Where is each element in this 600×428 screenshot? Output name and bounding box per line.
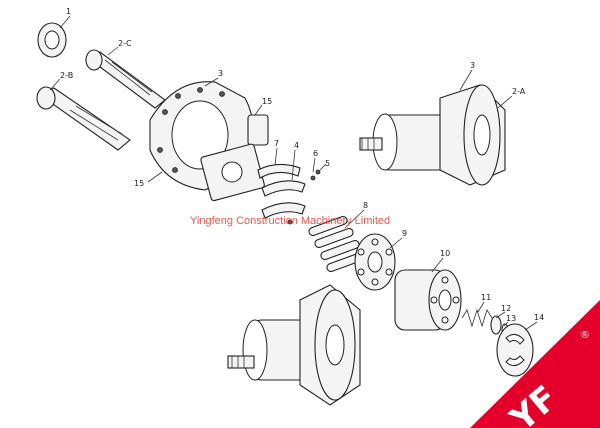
callout-15-lower: 15 — [134, 179, 144, 188]
yf-logo: YF ® — [470, 300, 600, 428]
callout-1: 1 — [66, 7, 71, 16]
watermark-text: Yingfeng Construction Machinery Limited — [190, 215, 390, 227]
logo-registered-mark: ® — [580, 330, 590, 341]
callout-8: 8 — [363, 201, 368, 210]
callout-2b: 2-B — [60, 71, 73, 80]
part-7-swash — [257, 163, 301, 179]
callout-3-left: 3 — [218, 69, 223, 78]
callout-11: 11 — [481, 293, 491, 302]
part-1-seal — [37, 22, 67, 58]
callout-9: 9 — [402, 229, 407, 238]
callout-7: 7 — [274, 139, 279, 148]
part-2c-shaft — [85, 49, 166, 109]
part-11-13-spring-rings — [461, 308, 509, 337]
callout-10: 10 — [440, 249, 450, 258]
part-14-valve-plate — [496, 323, 534, 377]
logo-background — [470, 300, 600, 428]
callout-3-right: 3 — [470, 61, 475, 70]
callout-2c: 2-C — [118, 39, 132, 48]
part-10-cylinder-block — [394, 269, 462, 331]
part-3-housing-right — [359, 84, 506, 186]
callout-6: 6 — [313, 149, 318, 158]
callout-15-upper: 15 — [262, 97, 272, 106]
callout-4: 4 — [294, 141, 299, 150]
leader-lines — [49, 15, 538, 331]
callout-13: 13 — [506, 314, 516, 323]
part-15-plate — [200, 143, 265, 202]
part-lower-assembly — [227, 284, 361, 406]
callout-14: 14 — [534, 313, 544, 322]
callout-12: 12 — [501, 304, 511, 313]
part-4-shoes — [261, 180, 306, 219]
callouts: 1 2-C 2-B 3 3 2-A 15 15 7 4 6 5 8 9 10 1… — [60, 7, 544, 323]
callout-2a: 2-A — [512, 87, 526, 96]
part-9-retainer — [354, 233, 396, 291]
part-5-6-pins — [287, 169, 321, 225]
callout-5: 5 — [325, 159, 330, 168]
part-2b-shaft — [36, 86, 131, 151]
